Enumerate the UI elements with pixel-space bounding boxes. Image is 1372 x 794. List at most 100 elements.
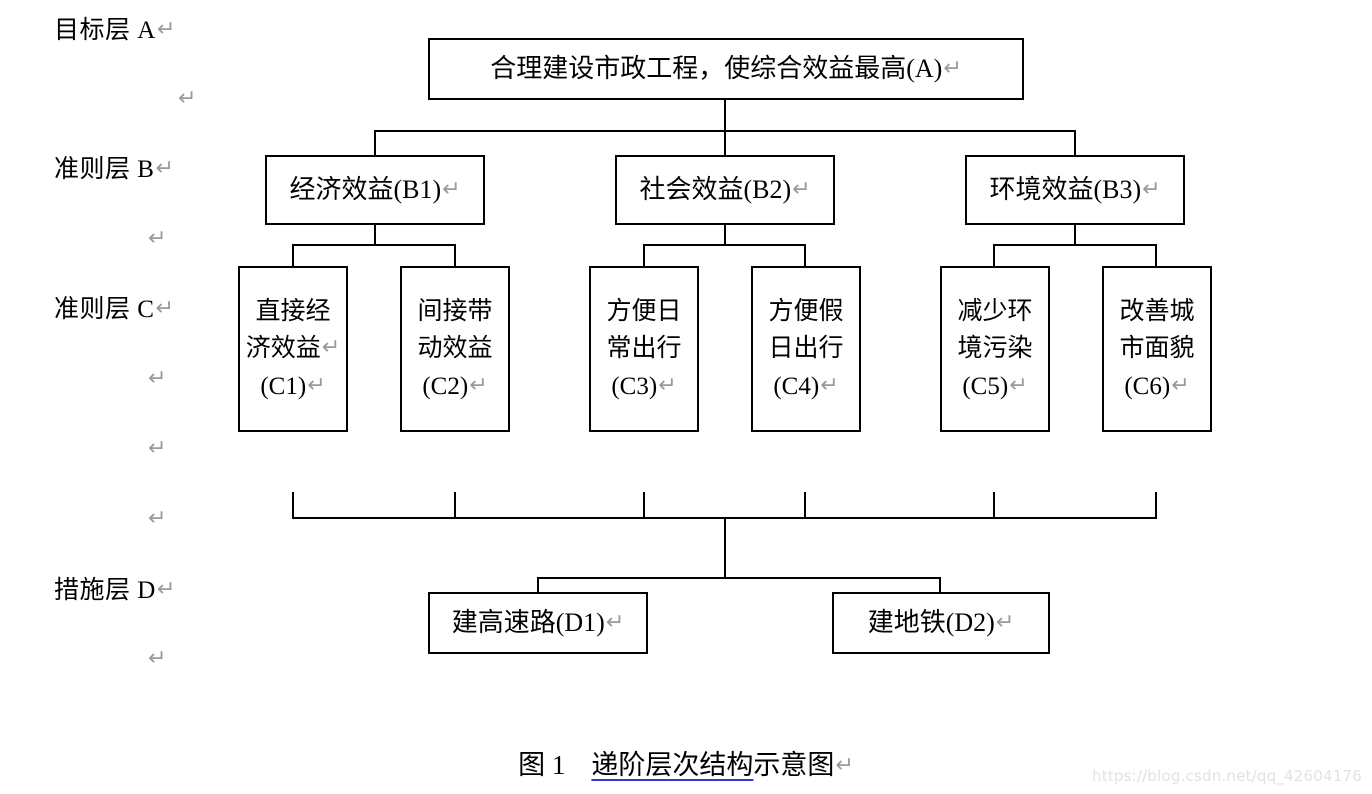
node-c5-line2: 境污染	[957, 335, 1033, 363]
node-c1-line2: 济效益	[245, 335, 321, 363]
return-mark-icon: ↵	[148, 646, 167, 671]
connector-bus-to-c5	[993, 244, 995, 266]
node-goal-a[interactable]: 合理建设市政工程，使综合效益最高(A)↵	[428, 38, 1024, 100]
return-mark-icon: ↵	[943, 56, 962, 82]
connector-a-to-bus	[724, 100, 726, 131]
connector-b3-to-bus	[1074, 225, 1076, 245]
return-mark-icon: ↵	[442, 177, 461, 203]
figure-caption-link[interactable]: 递阶层次结构	[591, 750, 754, 780]
return-mark-icon: ↵	[658, 372, 677, 398]
connector-bus-b2-children	[643, 244, 806, 246]
node-c3-line1: 方便日	[606, 297, 682, 325]
node-c4-line1: 方便假	[768, 297, 844, 325]
node-b3[interactable]: 环境效益(B3)↵	[965, 155, 1185, 225]
layer-label-criteria-b-text: 准则层 B	[54, 156, 155, 183]
return-mark-icon: ↵	[321, 335, 341, 361]
connector-c4-stub	[804, 492, 806, 519]
node-goal-a-label: 合理建设市政工程，使综合效益最高(A)	[490, 53, 943, 83]
node-c4-line2: 日出行	[768, 335, 844, 363]
connector-c2-stub	[454, 492, 456, 519]
connector-bus-to-c1	[292, 244, 294, 266]
node-c4-line3-wrap: (C4)↵	[768, 368, 843, 406]
return-mark-icon: ↵	[820, 372, 839, 398]
return-mark-icon: ↵	[155, 296, 175, 321]
node-d2[interactable]: 建地铁(D2)↵	[832, 592, 1050, 654]
return-mark-icon: ↵	[1009, 372, 1028, 398]
return-mark-icon: ↵	[148, 506, 167, 531]
csdn-watermark: https://blog.csdn.net/qq_42604176	[1092, 767, 1362, 785]
connector-bus-to-b3	[1074, 130, 1076, 155]
return-mark-icon: ↵	[995, 610, 1015, 636]
node-c5-line1: 减少环	[957, 297, 1033, 325]
return-mark-icon: ↵	[1171, 372, 1190, 398]
figure-caption-prefix: 图 1	[518, 750, 566, 780]
connector-c5-stub	[993, 492, 995, 519]
connector-c3-stub	[643, 492, 645, 519]
node-c6-line2: 市面貌	[1119, 335, 1195, 363]
node-c6[interactable]: 改善城 市面貌 (C6)↵	[1102, 266, 1212, 432]
node-b1-label: 经济效益(B1)	[289, 174, 442, 204]
connector-b2-to-bus	[724, 225, 726, 245]
node-b3-label: 环境效益(B3)	[989, 174, 1142, 204]
return-mark-icon: ↵	[605, 610, 625, 636]
return-mark-icon: ↵	[156, 17, 176, 42]
node-b2-label: 社会效益(B2)	[639, 174, 792, 204]
node-c3-line3: (C3)	[611, 372, 658, 400]
return-mark-icon: ↵	[307, 372, 326, 398]
return-mark-icon: ↵	[148, 436, 167, 461]
node-c2-line3: (C2)	[422, 372, 469, 400]
node-b2[interactable]: 社会效益(B2)↵	[615, 155, 835, 225]
connector-bus-to-d-bus	[724, 517, 726, 578]
connector-bus-to-d2	[939, 577, 941, 593]
return-mark-icon: ↵	[148, 366, 167, 391]
connector-bus-d-children	[537, 577, 941, 579]
layer-label-criteria-c: 准则层 C↵	[54, 297, 174, 322]
return-mark-icon: ↵	[148, 226, 167, 251]
layer-label-criteria-b: 准则层 B↵	[54, 157, 174, 182]
node-c5[interactable]: 减少环 境污染 (C5)↵	[940, 266, 1050, 432]
connector-bus-to-b1	[374, 130, 376, 155]
node-c1-line2-wrap: 济效益↵	[246, 330, 340, 368]
node-c2-line2: 动效益	[417, 335, 493, 363]
node-d1-label: 建高速路(D1)	[451, 607, 605, 637]
node-c5-line3-wrap: (C5)↵	[957, 368, 1032, 406]
node-c6-line3-wrap: (C6)↵	[1119, 368, 1194, 406]
layer-label-goal: 目标层 A↵	[54, 18, 176, 43]
node-c1-line3-wrap: (C1)↵	[246, 368, 340, 406]
connector-bus-to-d1	[537, 577, 539, 593]
connector-bus-to-c3	[643, 244, 645, 266]
node-c5-line3: (C5)	[962, 372, 1009, 400]
layer-label-measures-d: 措施层 D↵	[54, 578, 176, 603]
connector-bus-b3-children	[993, 244, 1157, 246]
node-b1[interactable]: 经济效益(B1)↵	[265, 155, 485, 225]
node-c2[interactable]: 间接带 动效益 (C2)↵	[400, 266, 510, 432]
node-c1[interactable]: 直接经 济效益↵ (C1)↵	[238, 266, 348, 432]
return-mark-icon: ↵	[178, 86, 197, 111]
node-c6-line1: 改善城	[1119, 297, 1195, 325]
node-c1-line3: (C1)	[260, 372, 307, 400]
node-c3[interactable]: 方便日 常出行 (C3)↵	[589, 266, 699, 432]
figure-caption-tail: 示意图	[753, 750, 835, 780]
return-mark-icon: ↵	[469, 372, 488, 398]
figure-caption: 图 1 递阶层次结构示意图↵	[0, 752, 1372, 779]
node-c4[interactable]: 方便假 日出行 (C4)↵	[751, 266, 861, 432]
connector-bus-b1-children	[292, 244, 456, 246]
node-c3-line3-wrap: (C3)↵	[606, 368, 681, 406]
node-c2-line1: 间接带	[417, 297, 493, 325]
connector-bus-to-c4	[804, 244, 806, 266]
node-d2-label: 建地铁(D2)	[867, 607, 995, 637]
layer-label-goal-text: 目标层 A	[54, 17, 156, 44]
return-mark-icon: ↵	[835, 753, 854, 778]
node-c6-line3: (C6)	[1124, 372, 1171, 400]
node-d1[interactable]: 建高速路(D1)↵	[428, 592, 648, 654]
connector-b1-to-bus	[374, 225, 376, 245]
layer-label-criteria-c-text: 准则层 C	[54, 296, 155, 323]
return-mark-icon: ↵	[1142, 177, 1161, 203]
connector-bus-to-c2	[454, 244, 456, 266]
node-c4-line3: (C4)	[773, 372, 820, 400]
connector-c1-stub	[292, 492, 294, 519]
return-mark-icon: ↵	[792, 177, 811, 203]
return-mark-icon: ↵	[155, 156, 175, 181]
layer-label-measures-d-text: 措施层 D	[54, 577, 156, 604]
connector-c6-stub	[1155, 492, 1157, 519]
